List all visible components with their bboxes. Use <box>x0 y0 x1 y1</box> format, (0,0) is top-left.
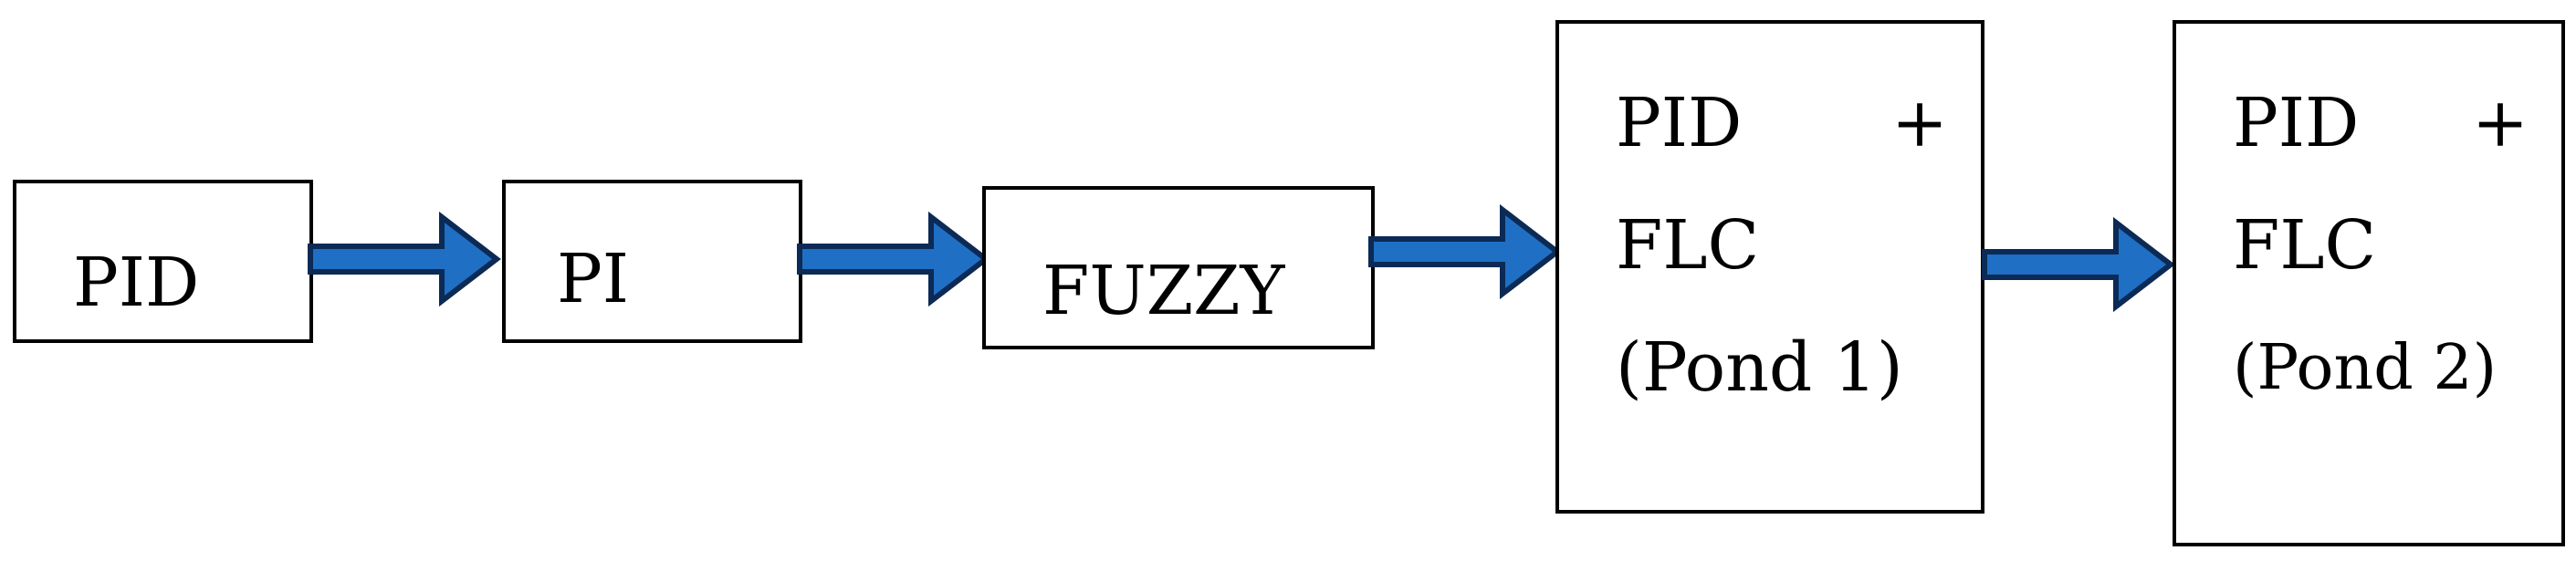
pi-label: PI <box>557 240 630 318</box>
pond1-flc-label: FLC <box>1616 206 1760 285</box>
pid-flc-pond1-box: PID + FLC (Pond 1) <box>1555 20 1984 514</box>
pond2-pid-label: PID <box>2233 84 2360 162</box>
pond2-flc-label: FLC <box>2233 206 2377 285</box>
arrow-pid-to-pi <box>308 211 501 307</box>
pid-box: PID <box>13 180 313 343</box>
pond2-plus-label: + <box>2472 84 2529 162</box>
pond1-pid-label: PID <box>1616 84 1743 162</box>
arrow-pond1-to-pond2 <box>1982 216 2175 313</box>
pid-flc-pond2-box: PID + FLC (Pond 2) <box>2173 20 2565 546</box>
arrow-fuzzy-to-pond1 <box>1368 203 1562 300</box>
arrow-pi-to-fuzzy <box>797 211 990 307</box>
pid-label: PID <box>73 244 200 322</box>
pond1-plus-label: + <box>1891 84 1949 162</box>
pond1-pond-label: (Pond 1) <box>1616 328 1903 407</box>
fuzzy-box: FUZZY <box>982 186 1375 349</box>
fuzzy-label: FUZZY <box>1042 252 1285 330</box>
pi-box: PI <box>502 180 802 343</box>
pond2-pond-label: (Pond 2) <box>2233 332 2497 404</box>
